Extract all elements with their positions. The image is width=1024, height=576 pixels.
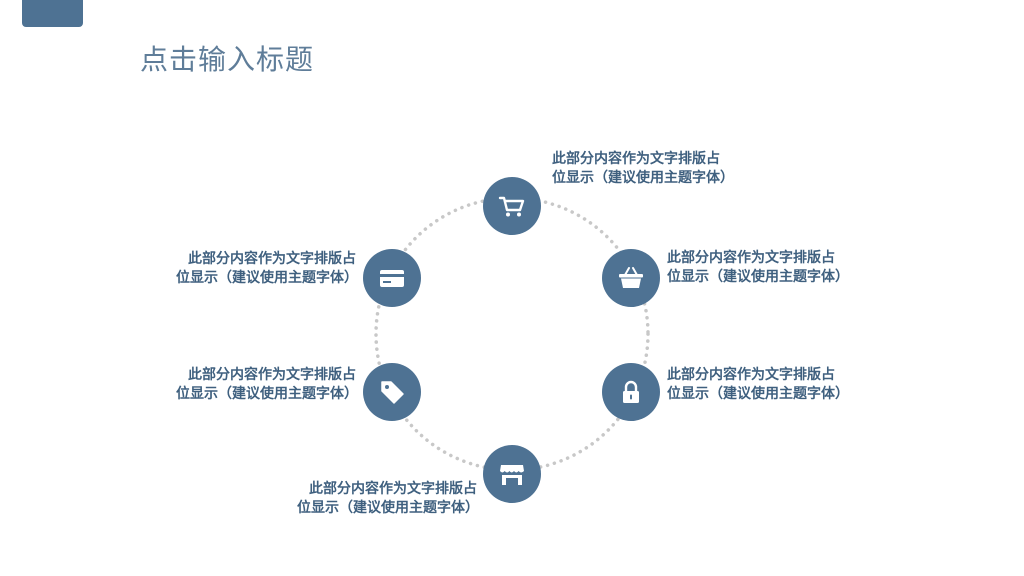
node-cart[interactable] bbox=[483, 177, 541, 235]
caption-card: 此部分内容作为文字排版占位显示（建议使用主题字体） bbox=[176, 251, 358, 286]
caption-store: 此部分内容作为文字排版占位显示（建议使用主题字体） bbox=[297, 481, 479, 516]
node-lock[interactable] bbox=[602, 363, 660, 421]
node-tag[interactable] bbox=[363, 363, 421, 421]
slide-title: 点击输入标题 bbox=[140, 43, 315, 76]
caption-tag: 此部分内容作为文字排版占位显示（建议使用主题字体） bbox=[176, 367, 358, 402]
credit-card-icon bbox=[380, 270, 404, 287]
storefront-icon bbox=[500, 465, 524, 485]
caption-lock: 此部分内容作为文字排版占位显示（建议使用主题字体） bbox=[667, 367, 849, 402]
corner-tab-decoration bbox=[22, 0, 83, 27]
node-store[interactable] bbox=[483, 445, 541, 503]
basket-icon bbox=[619, 267, 643, 288]
shopping-cart-icon bbox=[498, 196, 525, 217]
tag-icon bbox=[381, 381, 404, 404]
caption-basket: 此部分内容作为文字排版占位显示（建议使用主题字体） bbox=[667, 250, 849, 285]
node-card[interactable] bbox=[363, 249, 421, 307]
caption-cart: 此部分内容作为文字排版占位显示（建议使用主题字体） bbox=[552, 151, 734, 186]
node-basket[interactable] bbox=[602, 249, 660, 307]
lock-icon bbox=[623, 380, 639, 403]
